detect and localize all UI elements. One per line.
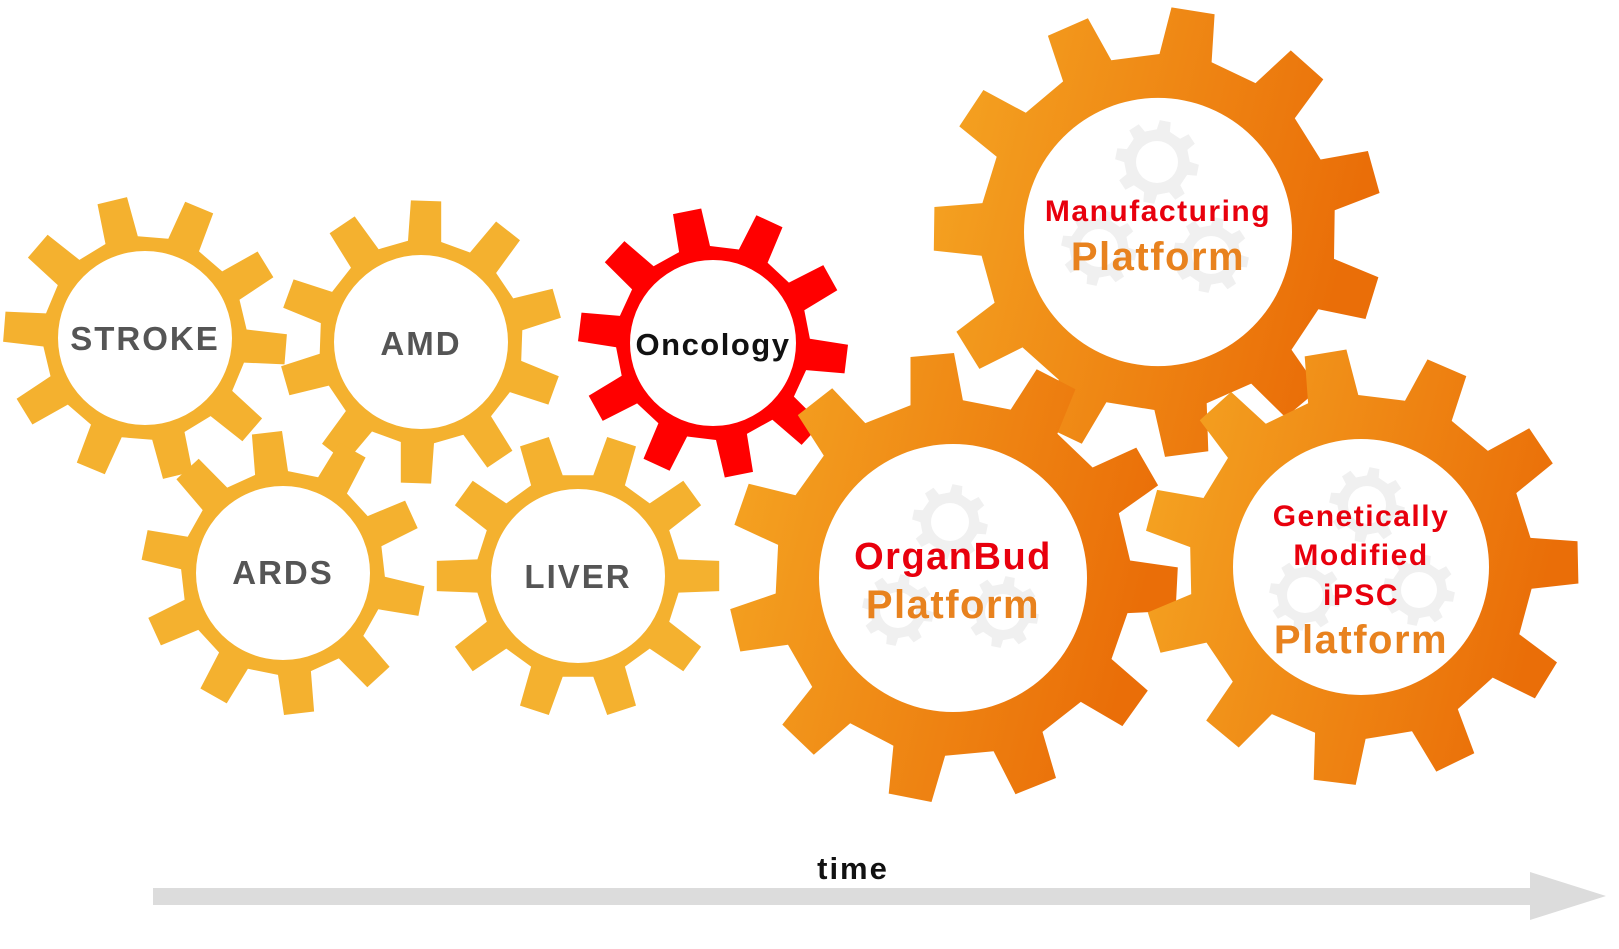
time-label: time (817, 851, 889, 886)
gear-organbud-platform (730, 353, 1178, 802)
gear-shape (281, 200, 561, 484)
watermark-cog (1115, 120, 1199, 204)
watermark-cog (1383, 554, 1455, 626)
gear-shape (141, 431, 425, 715)
gear-ards (141, 431, 425, 715)
gear-shape (3, 197, 287, 479)
ards-label: ARDS (232, 554, 334, 591)
gears-icon (862, 484, 1039, 648)
watermark-cog (967, 576, 1039, 648)
gear-shape (1146, 349, 1579, 785)
manufacturing-platform-label: Platform (1071, 235, 1245, 279)
gears-icon (1061, 120, 1249, 293)
ipsc-platform-label: Platform (1274, 618, 1448, 662)
watermark-cog (912, 484, 988, 560)
gear-amd (281, 200, 561, 484)
stroke-label: STROKE (70, 320, 220, 357)
gears-icon (1269, 467, 1455, 631)
ipsc-label-modified: Modified (1293, 539, 1428, 572)
gear-shape (730, 353, 1178, 802)
watermark-cog (1061, 210, 1137, 286)
organbud-platform-label: Platform (866, 583, 1040, 627)
watermark-cog (1269, 559, 1341, 631)
ipsc-label-ipsc: iPSC (1323, 579, 1399, 612)
watermark-cog (862, 574, 934, 646)
gear-shape (578, 208, 848, 478)
gear-shape (933, 7, 1380, 457)
watermark-cog (1329, 467, 1405, 543)
ipsc-label-genetically: Genetically (1273, 500, 1450, 533)
gear-ipsc-platform (1146, 349, 1579, 785)
amd-label: AMD (380, 325, 461, 362)
gear-liver (436, 437, 720, 715)
gear-oncology (578, 208, 848, 478)
gear-shape (436, 437, 720, 715)
gear-stroke (3, 197, 287, 479)
liver-label: LIVER (524, 558, 631, 595)
watermark-cog (1173, 217, 1249, 293)
manufacturing-label: Manufacturing (1045, 195, 1271, 228)
organbud-label: OrganBud (854, 536, 1052, 578)
time-arrow (153, 872, 1606, 920)
oncology-label: Oncology (636, 327, 791, 362)
gear-manufacturing-platform (933, 7, 1380, 457)
